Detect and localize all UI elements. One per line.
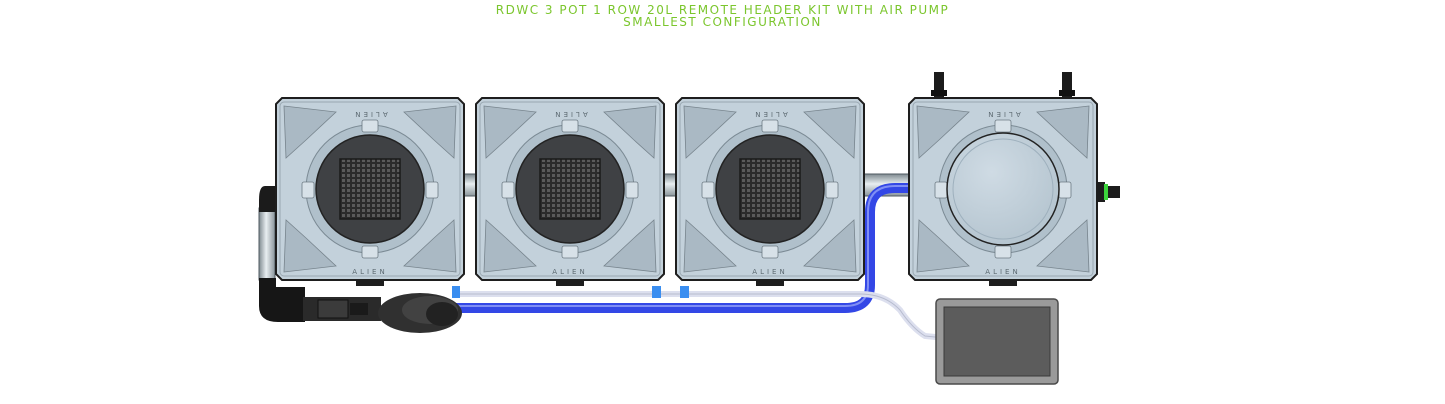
pot-brand-label: ALIEN bbox=[752, 268, 787, 276]
pot-brand-label: ALIEN bbox=[752, 110, 787, 118]
diagram-title-line-1: RDWC 3 POT 1 ROW 20L REMOTE HEADER KIT W… bbox=[495, 3, 950, 17]
tank-fitting bbox=[931, 72, 947, 98]
pot-1: ALIEN ALIEN bbox=[275, 97, 465, 287]
pot-brand-label: ALIEN bbox=[352, 110, 387, 118]
pot-brand-label: ALIEN bbox=[985, 268, 1020, 276]
pot-brand-label: ALIEN bbox=[552, 110, 587, 118]
pot-brand-label: ALIEN bbox=[352, 268, 387, 276]
diagram-title-line-2: SMALLEST CONFIGURATION bbox=[623, 15, 822, 29]
blue-hose-highlight bbox=[440, 185, 922, 307]
lower-elbow bbox=[259, 278, 305, 322]
tank-lid bbox=[946, 132, 1060, 246]
upper-elbow bbox=[259, 186, 276, 212]
air-pump bbox=[935, 298, 1059, 385]
side-outlet bbox=[1097, 182, 1120, 202]
air-line-edge bbox=[460, 293, 946, 339]
hose-coupler bbox=[680, 286, 689, 298]
blue-hose bbox=[440, 183, 922, 313]
pot-brand-label: ALIEN bbox=[985, 110, 1020, 118]
pot-brand-label: ALIEN bbox=[552, 268, 587, 276]
hose-coupler bbox=[652, 286, 661, 298]
water-pump bbox=[303, 293, 462, 333]
return-pipe bbox=[258, 207, 276, 281]
header-tank: ALIEN ALIEN bbox=[908, 97, 1098, 287]
air-line bbox=[460, 291, 946, 341]
pot-3: ALIEN ALIEN bbox=[675, 97, 865, 287]
pot-2: ALIEN ALIEN bbox=[475, 97, 665, 287]
hose-coupler bbox=[452, 286, 460, 298]
tank-fitting bbox=[1059, 72, 1075, 98]
